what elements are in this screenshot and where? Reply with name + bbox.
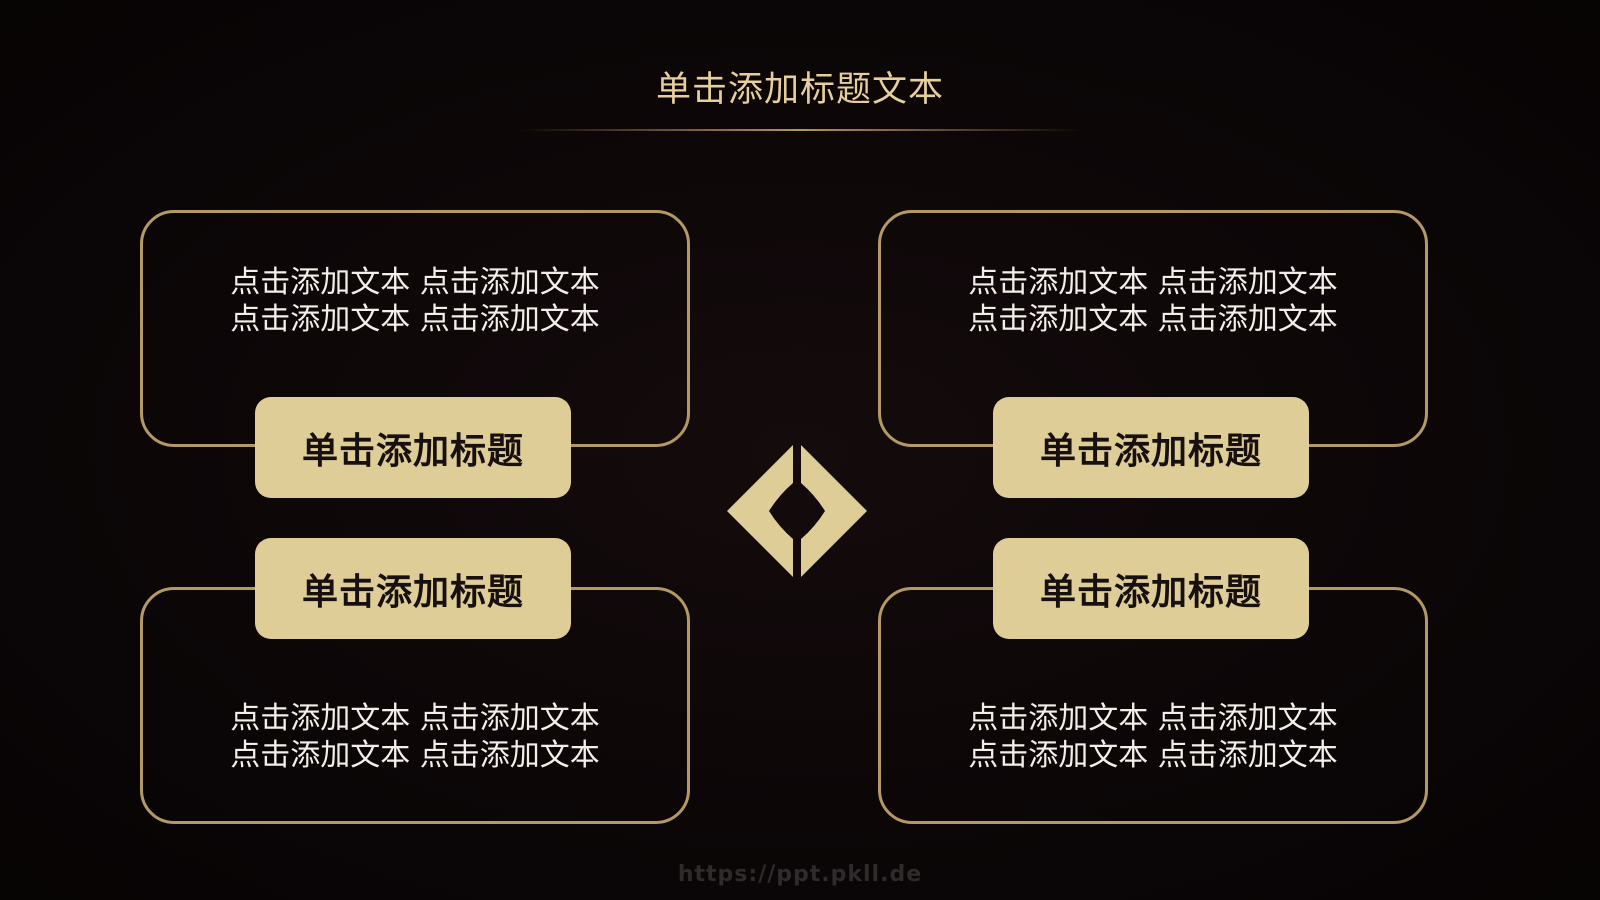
title-divider [520, 129, 1080, 131]
card-heading-bottom-right[interactable]: 单击添加标题 [993, 538, 1309, 639]
card-body-line: 点击添加文本 点击添加文本 [968, 302, 1338, 337]
card-body-top-right[interactable]: 点击添加文本 点击添加文本 点击添加文本 点击添加文本 [878, 264, 1428, 338]
card-heading-top-right[interactable]: 单击添加标题 [993, 397, 1309, 498]
card-heading-bottom-left[interactable]: 单击添加标题 [255, 538, 571, 639]
diamond-icon [727, 445, 867, 577]
slide-title[interactable]: 单击添加标题文本 [655, 70, 944, 110]
card-body-top-left[interactable]: 点击添加文本 点击添加文本 点击添加文本 点击添加文本 [140, 264, 690, 338]
card-body-line: 点击添加文本 点击添加文本 [968, 738, 1338, 773]
card-heading-top-left[interactable]: 单击添加标题 [255, 397, 571, 498]
card-body-line: 点击添加文本 点击添加文本 [230, 738, 600, 773]
card-body-line: 点击添加文本 点击添加文本 [968, 265, 1338, 300]
card-body-line: 点击添加文本 点击添加文本 [230, 265, 600, 300]
card-body-line: 点击添加文本 点击添加文本 [968, 701, 1338, 736]
card-body-line: 点击添加文本 点击添加文本 [230, 701, 600, 736]
card-body-bottom-left[interactable]: 点击添加文本 点击添加文本 点击添加文本 点击添加文本 [140, 700, 690, 774]
card-body-bottom-right[interactable]: 点击添加文本 点击添加文本 点击添加文本 点击添加文本 [878, 700, 1428, 774]
watermark: https://ppt.pkll.de [677, 862, 923, 887]
card-body-line: 点击添加文本 点击添加文本 [230, 302, 600, 337]
